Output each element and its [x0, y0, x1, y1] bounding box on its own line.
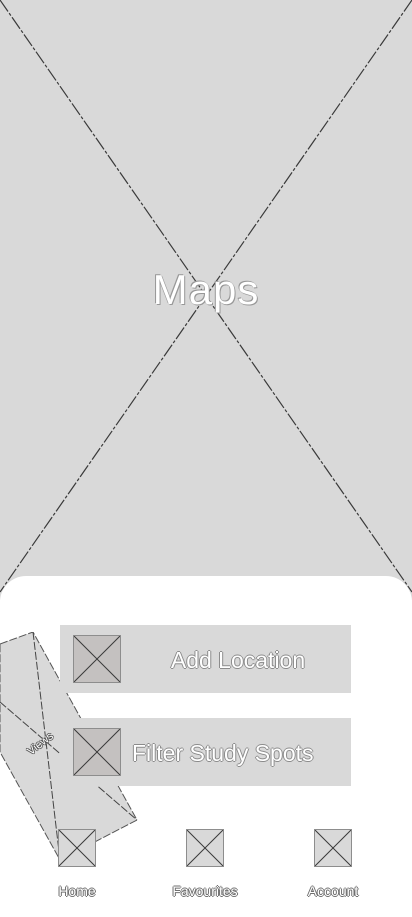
nav-home-label: Home	[58, 883, 96, 899]
add-location-label: Add Location	[170, 647, 306, 673]
nav-favourites[interactable]: Favourites	[165, 829, 245, 899]
home-icon	[58, 829, 96, 867]
filter-study-spots-label: Filter Study Spots	[132, 740, 314, 766]
map-view[interactable]: Maps	[0, 0, 412, 600]
favourites-icon	[186, 829, 224, 867]
account-icon	[314, 829, 352, 867]
filter-study-spots-button[interactable]: Filter Study Spots	[60, 718, 351, 786]
add-location-icon	[73, 635, 121, 683]
add-location-button[interactable]: Add Location	[60, 625, 351, 693]
filter-icon	[73, 728, 121, 776]
map-placeholder-icon	[0, 0, 412, 593]
nav-account[interactable]: Account	[293, 829, 373, 899]
nav-account-label: Account	[307, 883, 359, 899]
nav-favourites-label: Favourites	[172, 883, 238, 899]
nav-home[interactable]: Home	[37, 829, 117, 899]
map-label: Maps	[152, 266, 260, 313]
